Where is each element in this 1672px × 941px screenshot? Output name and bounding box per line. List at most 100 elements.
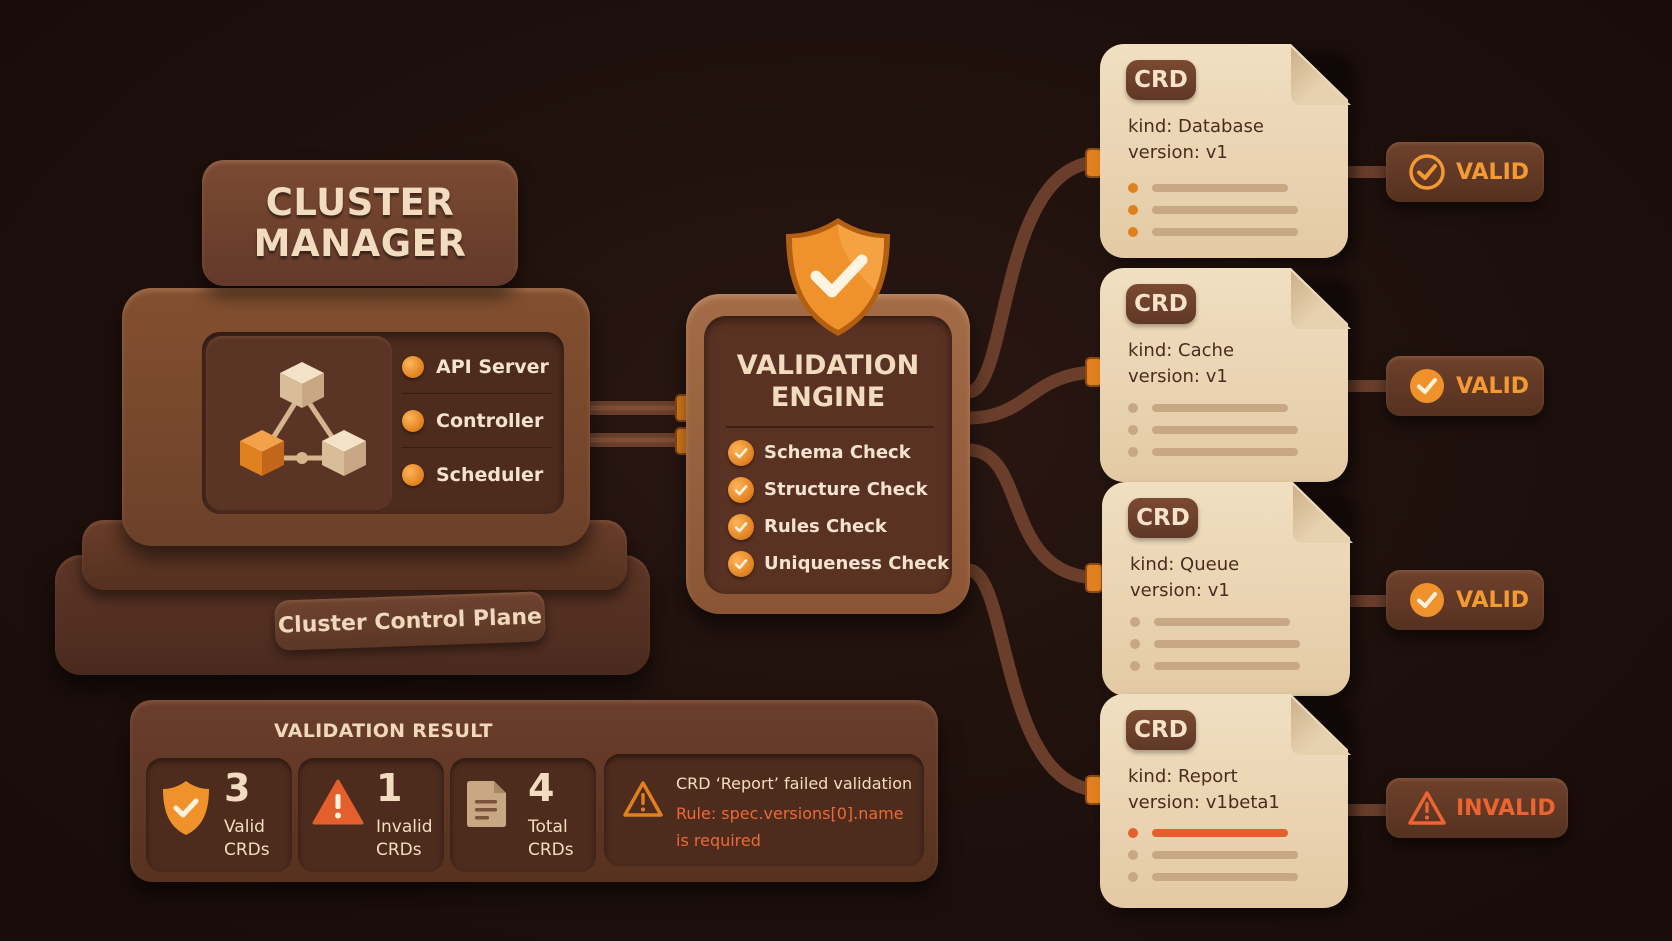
bullet-icon <box>1130 639 1140 649</box>
text-line <box>1152 426 1298 434</box>
total-label-line2: CRDs <box>528 840 574 860</box>
crd-document-queue: CRD kind: Queue version: v1 <box>1102 482 1350 696</box>
warning-triangle-icon <box>623 781 663 817</box>
cluster-manager-title-line2: MANAGER <box>253 222 467 265</box>
crd-kind: kind: Report <box>1128 766 1238 787</box>
bullet-icon <box>1130 617 1140 627</box>
error-rule: Rule: spec.versions[0].name is required <box>676 804 904 850</box>
error-bullet-icon <box>1128 828 1138 838</box>
cluster-components-list: API Server Controller Scheduler <box>402 340 552 502</box>
check-circle-icon <box>1410 369 1444 403</box>
total-label: Total CRDs <box>528 816 574 862</box>
cluster-manager-panel: API Server Controller Scheduler <box>202 332 564 514</box>
validation-engine-title-line2: ENGINE <box>770 382 886 413</box>
valid-count: 3 <box>224 766 251 810</box>
divider <box>726 426 934 428</box>
bullet-icon <box>1128 850 1138 860</box>
component-label: API Server <box>436 355 549 378</box>
error-text-line <box>1152 829 1288 837</box>
status-label: INVALID <box>1456 795 1556 821</box>
cluster-icon-box <box>206 336 392 510</box>
text-line <box>1152 851 1298 859</box>
check-item-schema: Schema Check <box>728 434 949 471</box>
check-item-uniqueness: Uniqueness Check <box>728 545 949 582</box>
check-item-rules: Rules Check <box>728 508 949 545</box>
status-badge-cache: VALID <box>1386 356 1544 416</box>
check-item-structure: Structure Check <box>728 471 949 508</box>
status-label: VALID <box>1456 159 1530 185</box>
warning-triangle-icon <box>1408 791 1446 825</box>
check-circle-icon <box>728 550 754 577</box>
check-label: Uniqueness Check <box>764 553 950 574</box>
validation-result-panel: VALIDATION RESULT 3 Valid CRDs 1 Invalid… <box>130 700 938 882</box>
text-line <box>1154 640 1300 648</box>
control-plane-label: Cluster Control Plane <box>274 591 546 651</box>
bullet-icon <box>1128 183 1138 193</box>
validation-engine-title-line1: VALIDATION <box>736 350 920 381</box>
status-dot-icon <box>402 409 424 432</box>
crd-version: version: v1 <box>1130 580 1230 601</box>
cluster-manager-title: CLUSTER MANAGER <box>202 160 518 286</box>
crd-kind: kind: Database <box>1128 116 1264 137</box>
valid-label-line1: Valid <box>224 817 265 837</box>
check-label: Rules Check <box>764 516 887 537</box>
bullet-icon <box>1128 872 1138 882</box>
crd-badge: CRD <box>1126 60 1196 100</box>
status-badge-database: VALID <box>1386 142 1544 202</box>
crd-badge: CRD <box>1126 284 1196 324</box>
invalid-count: 1 <box>376 766 403 810</box>
cluster-nodes-icon <box>240 362 366 476</box>
crd-version: version: v1 <box>1128 366 1228 387</box>
crd-version: version: v1 <box>1128 142 1228 163</box>
crd-badge: CRD <box>1128 498 1198 538</box>
text-line <box>1152 206 1298 214</box>
status-label: VALID <box>1456 373 1530 399</box>
valid-count-card: 3 Valid CRDs <box>146 758 292 872</box>
invalid-count-card: 1 Invalid CRDs <box>298 758 444 872</box>
text-line <box>1152 448 1298 456</box>
total-label-line1: Total <box>528 817 568 837</box>
crd-version: version: v1beta1 <box>1128 792 1280 813</box>
text-line <box>1152 228 1298 236</box>
component-label: Scheduler <box>436 464 544 486</box>
status-dot-icon <box>402 464 424 486</box>
shield-check-icon <box>786 218 890 336</box>
status-dot-icon <box>402 355 424 378</box>
bullet-icon <box>1128 403 1138 413</box>
validation-checks-list: Schema Check Structure Check Rules Check… <box>728 434 949 582</box>
cluster-manager-title-line1: CLUSTER <box>265 181 455 224</box>
validation-error-message: CRD ‘Report’ failed validation Rule: spe… <box>604 754 924 866</box>
check-label: Structure Check <box>764 479 928 500</box>
validation-engine-panel: VALIDATION ENGINE Schema Check Structure… <box>704 316 952 594</box>
check-label: Schema Check <box>764 442 911 463</box>
text-line <box>1152 404 1288 412</box>
text-line <box>1154 618 1290 626</box>
text-line <box>1154 662 1300 670</box>
total-count-card: 4 Total CRDs <box>450 758 596 872</box>
validation-engine: VALIDATION ENGINE Schema Check Structure… <box>686 294 970 614</box>
status-badge-queue: VALID <box>1386 570 1544 630</box>
check-circle-icon <box>728 476 754 503</box>
bullet-icon <box>1128 425 1138 435</box>
text-line <box>1152 184 1288 192</box>
invalid-label-line2: CRDs <box>376 840 422 860</box>
bullet-icon <box>1128 227 1138 237</box>
check-circle-icon <box>1409 154 1445 190</box>
crd-kind: kind: Cache <box>1128 340 1235 361</box>
warning-triangle-icon <box>312 779 364 825</box>
component-scheduler: Scheduler <box>402 448 552 502</box>
component-controller: Controller <box>402 394 552 448</box>
valid-label: Valid CRDs <box>224 816 270 862</box>
text-line <box>1152 873 1298 881</box>
validation-engine-title: VALIDATION ENGINE <box>704 350 952 414</box>
bullet-icon <box>1128 447 1138 457</box>
validation-result-title: VALIDATION RESULT <box>274 720 493 742</box>
check-circle-icon <box>1410 583 1444 617</box>
shield-check-icon <box>163 781 209 835</box>
error-headline: CRD ‘Report’ failed validation <box>676 774 913 793</box>
component-label: Controller <box>436 409 544 432</box>
crd-badge: CRD <box>1126 710 1196 750</box>
invalid-label: Invalid CRDs <box>376 816 433 862</box>
check-circle-icon <box>728 513 754 540</box>
